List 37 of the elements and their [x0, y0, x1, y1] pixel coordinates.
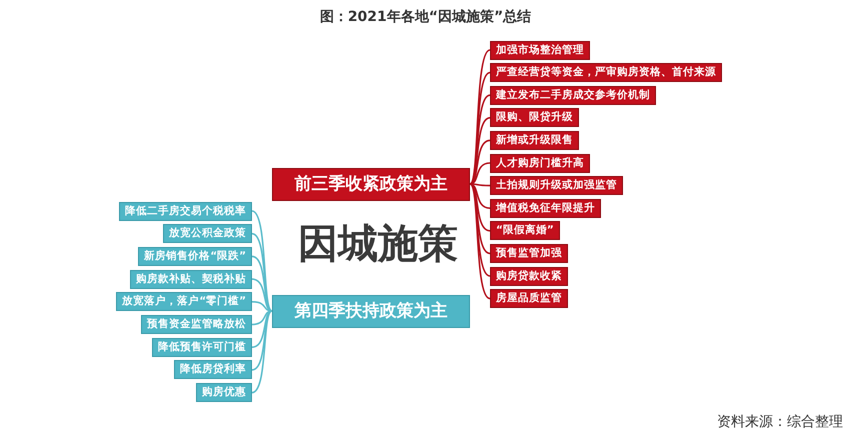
- source-note: 资料来源：综合整理: [717, 413, 843, 431]
- branch-line: [470, 162, 490, 185]
- branch-line: [252, 301, 272, 312]
- policy-box: 人才购房门槛升高: [490, 154, 590, 172]
- policy-box: 购房贷款收紧: [490, 266, 568, 286]
- policy-box: 降低二手房交易个税税率: [119, 202, 252, 220]
- policy-box: 购房款补贴、契税补贴: [130, 270, 252, 289]
- branch-line: [252, 310, 272, 394]
- policy-box: 放宽公积金政策: [163, 224, 252, 244]
- center-title: 因城施策: [298, 220, 458, 269]
- policy-box: 降低预售许可门槛: [152, 338, 252, 357]
- branch-line: [470, 183, 490, 209]
- branch-line: [470, 183, 490, 277]
- policy-box: 土拍规则升级或加强监管: [490, 176, 623, 196]
- policy-box: “限假离婚”: [490, 221, 560, 240]
- policy-box: 严查经营贷等资金，严审购房资格、首付来源: [490, 63, 722, 82]
- branch-line: [469, 49, 490, 184]
- branch-line: [469, 183, 490, 300]
- title: 图：2021年各地“因城施策”总结: [318, 8, 532, 26]
- policy-box: 购房优惠: [196, 383, 252, 402]
- branch-box: 第四季扶持政策为主: [272, 294, 470, 328]
- policy-box: 房屋品质监管: [490, 289, 568, 308]
- policy-box: 预售监管加强: [490, 244, 568, 263]
- policy-box: 新增或升级限售: [490, 130, 579, 150]
- policy-box: 加强市场整治管理: [490, 40, 590, 60]
- branch-line: [469, 72, 490, 185]
- policy-box: 放宽落户，落户“零门槛”: [116, 292, 252, 312]
- branch-line: [252, 210, 273, 312]
- policy-box: 限购、限贷升级: [490, 108, 579, 128]
- policy-box: 预售资金监管略放松: [141, 315, 252, 334]
- branch-box: 前三季收紧政策为主: [272, 168, 470, 200]
- policy-box: 建立发布二手房成交参考价机制: [490, 86, 656, 105]
- policy-box: 新房销售价格“限跌”: [138, 246, 252, 266]
- policy-box: 增值税免征年限提升: [490, 198, 601, 218]
- policy-box: 降低房贷利率: [174, 360, 252, 380]
- branch-line: [252, 232, 272, 312]
- branch-line: [252, 310, 272, 371]
